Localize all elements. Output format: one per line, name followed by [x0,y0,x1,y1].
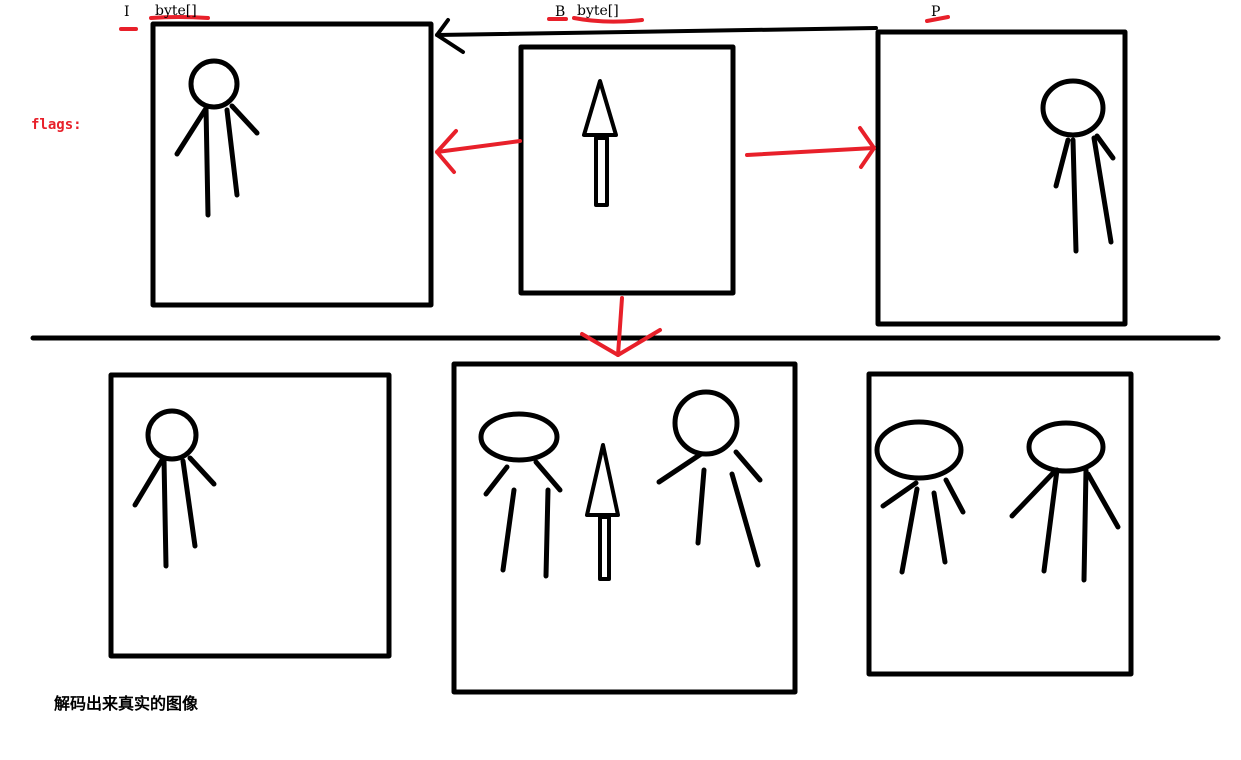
b-to-p-red-arrow [745,126,876,169]
i-type-underline [149,15,210,20]
decoded-i-box [108,372,392,659]
b-down-red-arrow [580,296,662,357]
decoded-b-box [451,361,798,695]
decoded-i-person [132,408,217,569]
b-type-underline [572,16,644,24]
i-frame-box [150,21,434,308]
decoded-p-box [866,371,1134,677]
b-frame-box [518,44,736,296]
b-frame-type: byte[] [577,3,619,19]
decoded-p-left-person [874,419,966,575]
i-frame-type: byte[] [155,3,197,19]
decoded-caption: 解码出来真实的图像 [54,694,199,713]
i-frame-person [174,58,260,218]
b-to-i-red-arrow [435,129,522,174]
decoded-b-right-person [656,389,763,568]
b-frame-arrow [582,79,618,207]
decoded-b-arrow [585,443,620,581]
p-frame-box [875,29,1128,327]
decoded-b-left-person [478,411,563,579]
i-frame-label: I [124,4,130,20]
p-label-underline [925,15,950,23]
decoded-p-right-person [1009,420,1121,583]
b-frame-label: B [555,4,566,20]
flags-label: flags: [31,117,82,133]
p-frame-person [1040,78,1116,254]
p-to-i-reference-arrow [435,18,878,54]
p-frame-label: P [931,4,941,20]
